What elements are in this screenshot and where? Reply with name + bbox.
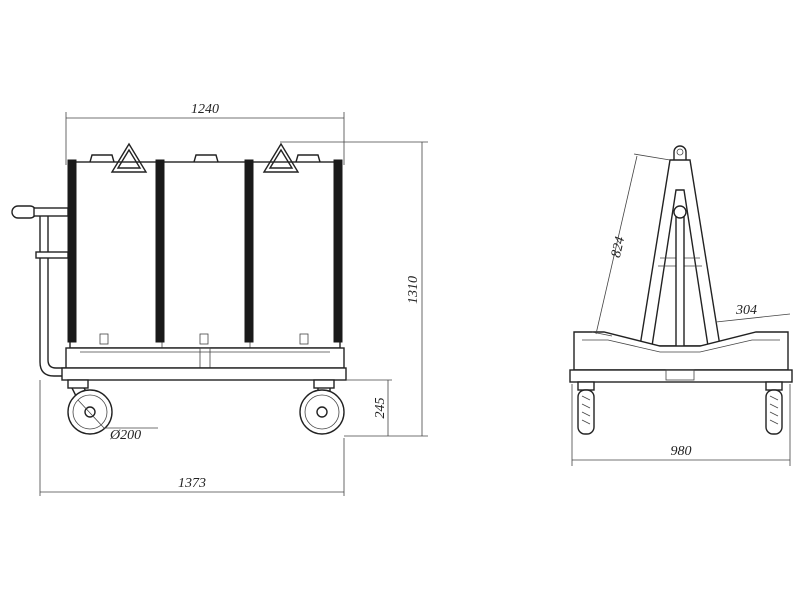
dimension-height-label: 1310 — [406, 276, 421, 304]
rear-wheel — [299, 388, 345, 435]
dimension-wheel-height-label: 245 — [373, 398, 388, 419]
dimension-overall-length: 1373 — [39, 380, 345, 496]
dimension-ledge-depth-label: 304 — [735, 303, 757, 318]
dimension-base-width: 980 — [571, 384, 791, 466]
dimension-ledge-depth: 304 — [715, 303, 791, 323]
end-wheel-left — [577, 389, 595, 435]
dimension-top-width-label: 1240 — [191, 102, 219, 117]
dimension-wheel-height: 245 — [346, 379, 392, 436]
dimension-frame-length: 824 — [591, 153, 671, 337]
dimension-wheel-diameter-label: Ø200 — [109, 428, 141, 443]
dimension-wheel-diameter: Ø200 — [77, 399, 158, 443]
end-base — [569, 331, 793, 391]
push-handle — [11, 205, 69, 377]
a-frame — [639, 145, 721, 375]
side-view: 1240 1310 245 Ø200 1373 — [11, 102, 428, 496]
front-wheel — [67, 387, 113, 435]
storage-boxes — [67, 142, 343, 349]
end-view: 824 304 980 — [569, 145, 793, 466]
dimension-frame-length-label: 824 — [609, 235, 628, 259]
end-wheel-right — [765, 389, 783, 435]
dimension-height: 1310 — [280, 141, 428, 437]
dimension-overall-length-label: 1373 — [178, 476, 206, 491]
dimension-top-width: 1240 — [65, 102, 345, 165]
trolley-frame — [61, 347, 347, 389]
dimension-base-width-label: 980 — [671, 444, 692, 459]
